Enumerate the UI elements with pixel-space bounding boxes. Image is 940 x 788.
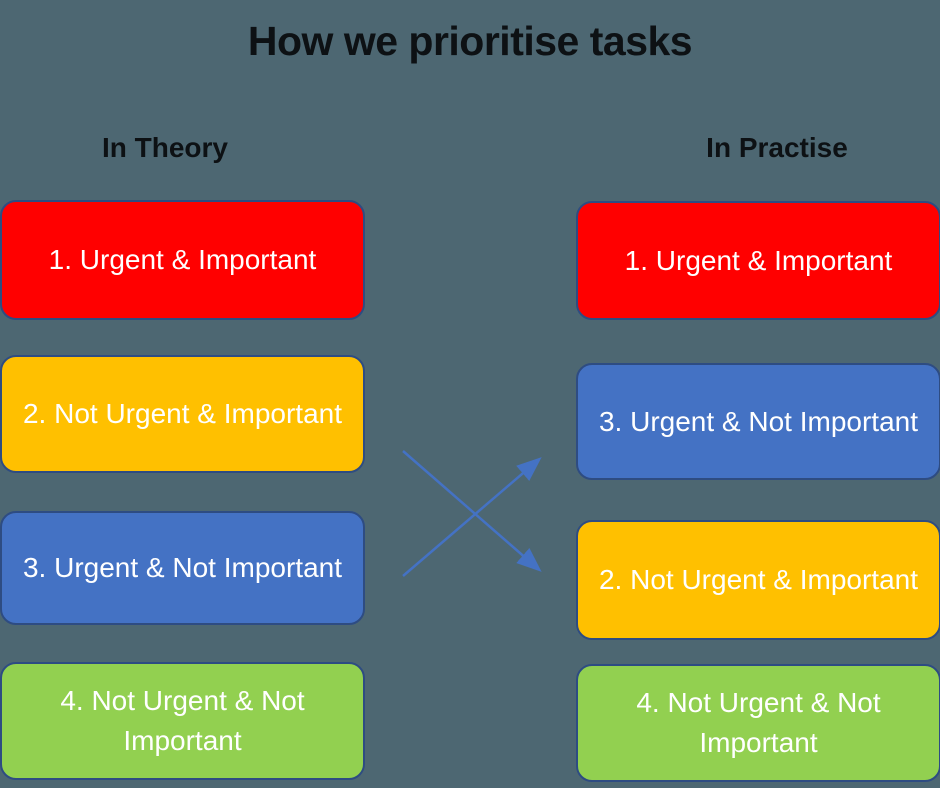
box-label: 4. Not Urgent & Not Important (60, 685, 305, 756)
box-label: 3. Urgent & Not Important (598, 405, 919, 437)
column-header-theory: In Theory (101, 132, 228, 163)
box-practise-not-urgent-important: 2. Not Urgent & Important (576, 520, 940, 640)
box-theory-not-urgent-important: 2. Not Urgent & Important (0, 355, 365, 473)
box-label: 2. Not Urgent & Important (598, 564, 919, 596)
box-label: 4. Not Urgent & Not Important (636, 687, 881, 758)
diagram-title: How we prioritise tasks (247, 18, 693, 64)
column-header-practise: In Practise (706, 132, 848, 163)
swap-arrows-icon (402, 450, 542, 577)
box-practise-urgent-important: 1. Urgent & Important (576, 201, 940, 320)
box-label: 1. Urgent & Important (624, 244, 893, 276)
arrow-down-right (402, 450, 542, 572)
box-theory-not-urgent-not-important: 4. Not Urgent & Not Important (0, 662, 365, 780)
box-practise-urgent-not-important: 3. Urgent & Not Important (576, 363, 940, 480)
box-practise-not-urgent-not-important: 4. Not Urgent & Not Important (576, 664, 940, 782)
box-theory-urgent-not-important: 3. Urgent & Not Important (0, 511, 365, 625)
box-label: 2. Not Urgent & Important (22, 398, 343, 430)
box-label: 1. Urgent & Important (48, 244, 317, 276)
arrow-up-right (402, 457, 542, 577)
box-label: 3. Urgent & Not Important (22, 552, 343, 584)
box-theory-urgent-important: 1. Urgent & Important (0, 200, 365, 320)
